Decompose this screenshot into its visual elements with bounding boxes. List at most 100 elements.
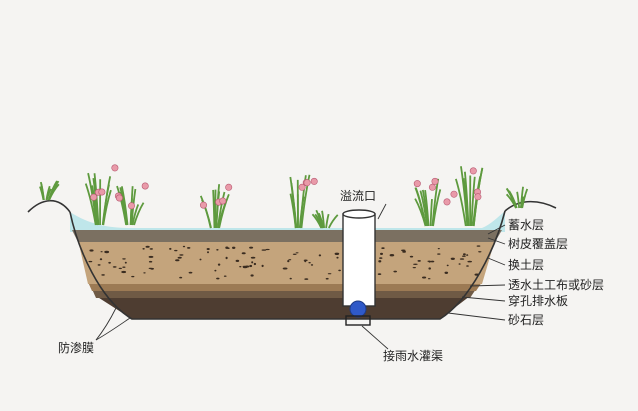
soil-speckle xyxy=(225,246,229,249)
soil-speckle xyxy=(402,250,406,253)
soil-speckle xyxy=(142,248,145,250)
soil-speckle xyxy=(241,252,246,255)
soil-speckle xyxy=(207,251,209,254)
soil-speckle xyxy=(261,264,264,268)
soil-speckle xyxy=(216,277,220,280)
plant-clump xyxy=(84,164,119,226)
plant-clump xyxy=(311,209,339,229)
soil-speckle xyxy=(121,270,127,274)
soil-speckle xyxy=(459,258,465,260)
plant-leaf xyxy=(290,182,297,229)
plant-leaf xyxy=(45,188,52,201)
soil-speckle xyxy=(379,257,383,259)
soil-speckle xyxy=(413,263,418,265)
underdrain-frame xyxy=(345,315,371,326)
plant-leaf xyxy=(84,183,97,226)
soil-speckle xyxy=(122,266,126,268)
plant-leaf xyxy=(120,186,129,226)
soil-speckle xyxy=(308,262,311,264)
soil-speckle xyxy=(187,247,191,249)
soil-speckle xyxy=(249,246,254,249)
soil-speckle xyxy=(97,264,101,266)
soil-speckle xyxy=(112,266,117,268)
soil-speckle xyxy=(292,253,297,255)
plant-clump xyxy=(199,183,233,229)
soil-speckle xyxy=(188,271,193,274)
underdrain-pipe xyxy=(349,300,367,318)
soil-speckle xyxy=(250,274,254,277)
soil-layer xyxy=(78,240,495,284)
overflow-pipe xyxy=(342,213,376,307)
plant-flower xyxy=(428,183,436,191)
plant-flower xyxy=(469,167,477,175)
soil-speckle xyxy=(295,252,299,254)
soil-speckle xyxy=(381,247,385,250)
plant-leaf xyxy=(321,210,326,229)
label-soil-replace: 换土层 xyxy=(508,258,544,272)
plant-flower xyxy=(298,183,306,191)
gravel-layer xyxy=(96,296,470,319)
soil-speckle xyxy=(206,248,210,250)
soil-speckle xyxy=(334,252,340,255)
plant-flower xyxy=(219,197,227,205)
plant-leaf xyxy=(414,187,427,227)
plant-flower xyxy=(443,198,451,206)
soil-speckle xyxy=(265,248,270,251)
plant-leaf xyxy=(298,196,305,229)
soil-speckle xyxy=(232,246,236,249)
water-storage-layer xyxy=(70,211,505,232)
soil-speckle xyxy=(466,254,469,256)
soil-speckle xyxy=(122,258,126,260)
soil-speckle xyxy=(148,260,153,263)
label-gravel: 砂石层 xyxy=(508,313,544,327)
plant-leaf xyxy=(325,213,330,229)
soil-speckle xyxy=(428,267,432,270)
soil-speckle xyxy=(242,265,247,268)
soil-speckle xyxy=(462,255,466,257)
soil-speckle xyxy=(216,249,219,251)
soil-speckle xyxy=(450,257,455,260)
soil-speckle xyxy=(325,277,329,280)
soil-speckle xyxy=(131,275,135,278)
plant-clump xyxy=(114,182,149,226)
soil-speckle xyxy=(149,248,153,250)
plant-leaf xyxy=(300,174,311,229)
soil-speckle xyxy=(145,245,150,248)
plant-clump xyxy=(39,180,60,201)
soil-speckle xyxy=(417,260,421,262)
soil-speckle xyxy=(108,261,111,264)
soil-speckle xyxy=(288,259,292,261)
plant-clump xyxy=(505,186,529,209)
soil-speckle xyxy=(175,259,180,262)
soil-speckle xyxy=(261,249,267,251)
soil-speckle xyxy=(118,267,123,270)
plant-leaf xyxy=(505,193,517,209)
soil-speckle xyxy=(458,263,461,265)
plant-flower xyxy=(450,190,458,198)
soil-speckle xyxy=(242,266,248,269)
basin-outline xyxy=(69,210,506,320)
plant-flower xyxy=(413,180,421,188)
plant-leaf xyxy=(311,213,323,229)
soil-speckle xyxy=(217,263,221,266)
plant-leaf xyxy=(508,190,518,209)
label-drain-pipe: 接雨水灌渠 xyxy=(383,348,443,363)
soil-speckle xyxy=(169,247,172,250)
soil-speckle xyxy=(336,256,339,259)
plant-leaf xyxy=(47,180,58,201)
soil-speckle xyxy=(437,253,441,255)
plant-clump xyxy=(289,174,318,229)
ground-line-right xyxy=(504,200,557,212)
label-membrane: 防渗膜 xyxy=(58,340,94,355)
plant-leaf xyxy=(470,176,476,227)
soil-speckle xyxy=(412,267,416,269)
plant-flower xyxy=(128,202,136,210)
label-water-storage: 蓄水层 xyxy=(508,218,544,232)
plant-leaf xyxy=(212,189,216,229)
plant-flower xyxy=(141,182,149,190)
soil-speckle xyxy=(104,250,110,254)
soil-speckle xyxy=(318,254,322,257)
plant-leaf xyxy=(131,204,140,226)
plant-leaf xyxy=(460,166,469,227)
geotextile-layer xyxy=(88,282,482,291)
